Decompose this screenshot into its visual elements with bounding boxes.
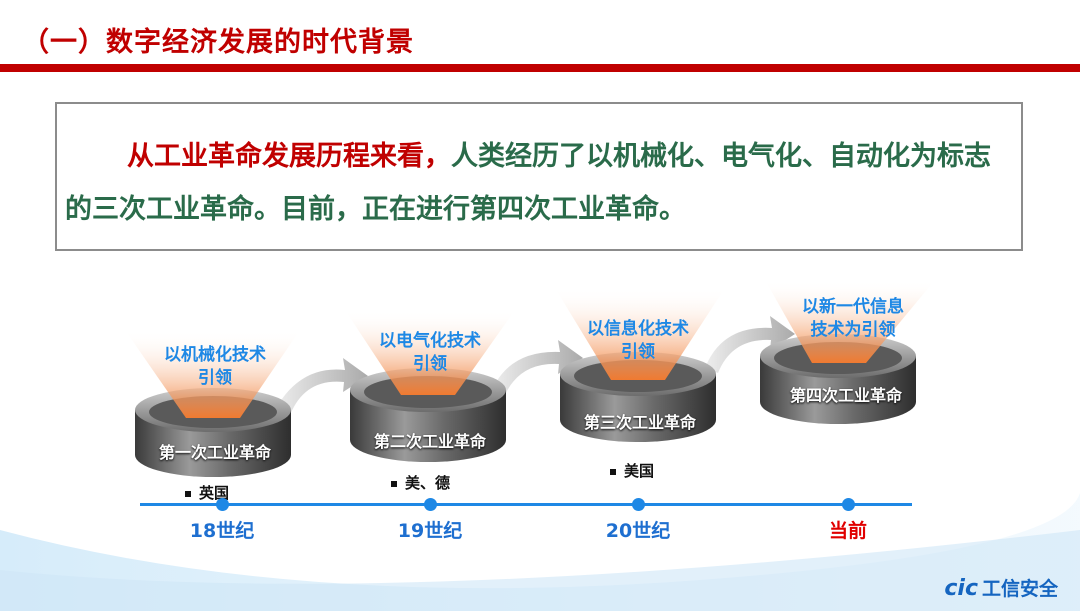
stage-4-name: 第四次工业革命 [789,386,902,405]
stage-1-country: 英国 [185,482,229,503]
logo-mark: cic [944,576,978,601]
timeline-line [140,503,912,506]
arrows [275,316,795,415]
cylinders [125,280,935,477]
stage-3-country: 美国 [610,460,654,481]
summary-box: 从工业革命发展历程来看，人类经历了以机械化、电气化、自动化为标志的三次工业革命。… [55,102,1023,251]
era-label-current: 当前 [828,520,867,542]
title-divider [0,64,1080,72]
stage-2-lead: 以电气化技术引领 [379,331,481,374]
stage-1-name: 第一次工业革命 [158,443,271,462]
timeline-dot [632,498,645,511]
logo-text: 工信安全 [981,578,1058,600]
timeline-dot [424,498,437,511]
revolution-diagram [125,280,935,477]
stage-3-lead: 以信息化技术引领 [587,319,689,362]
summary-text: 人类经历了以机械化、电气化、自动化为标志的三次工业革命。目前，正在进行第四次工业… [65,141,991,225]
era-label: 19世纪 [397,520,463,542]
page-title: （一）数字经济发展的时代背景 [22,27,414,58]
stage-4-lead: 以新一代信息技术为引领 [802,297,904,340]
stage-2-name: 第二次工业革命 [373,432,486,451]
timeline-dot [216,498,229,511]
era-label: 18世纪 [189,520,255,542]
stage-3-name: 第三次工业革命 [583,413,696,432]
stage-2-country: 美、德 [391,472,450,493]
stage-1-lead: 以机械化技术引领 [164,345,266,388]
summary-highlight: 从工业革命发展历程来看， [127,141,451,172]
background-wave [0,480,1080,611]
timeline-dot [842,498,855,511]
era-label: 20世纪 [605,520,671,542]
